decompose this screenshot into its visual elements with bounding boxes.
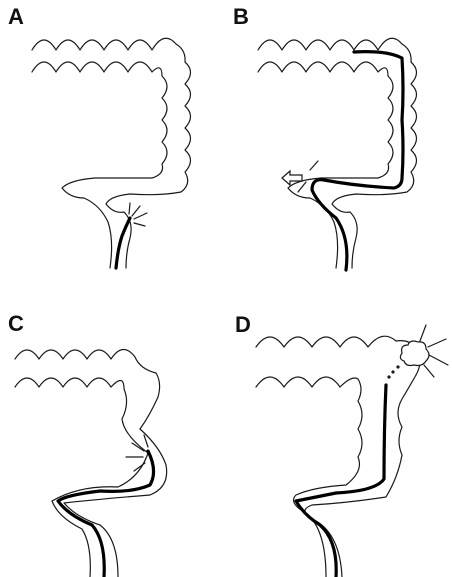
panel-d: D [226,289,452,577]
panel-label-d: D [235,314,251,336]
colon-wall-lower [258,62,393,268]
panel-c-illustration [0,289,226,577]
polyp-icon [387,341,429,379]
panel-label-c: C [8,313,24,335]
panel-a: A [0,0,226,288]
panel-c: C [0,289,226,577]
panel-b-illustration [226,0,452,288]
colon-wall-lower [32,62,167,268]
colon-wall-upper [15,349,160,429]
colon-wall-lower [15,378,148,577]
panel-label-b: B [233,6,249,28]
panel-b: B [226,0,452,288]
panel-d-illustration [226,289,452,577]
pain-burst-icon [129,203,147,226]
colon-wall-lower [256,377,362,577]
colonoscope [296,385,386,577]
colon-wall-outer [64,429,167,577]
pain-burst-icon [126,435,148,471]
panel-a-illustration [0,0,226,288]
colon-wall-upper [32,38,191,212]
colonoscope [312,52,403,270]
colon-wall-upper [256,336,420,375]
colon-wall-upper [258,38,417,212]
colonoscope [116,218,130,268]
panel-label-a: A [8,6,24,28]
arrow-left-icon [282,171,302,185]
colon-wall-descending-right [350,212,357,268]
